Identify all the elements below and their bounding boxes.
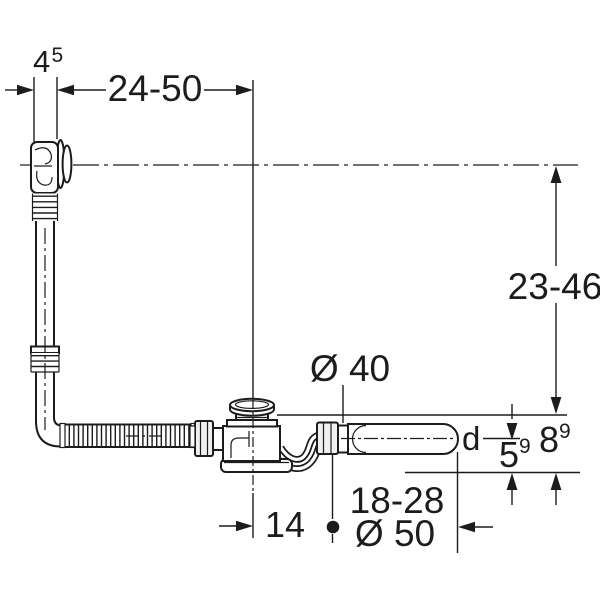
dim-vertical-range: 23-46 [508,166,600,414]
dim-wall-gap: 4 5 [5,44,74,144]
wall-gap-label: 4 [33,44,50,79]
valve-offset-label: 14 [265,504,305,545]
dim-offset-large: 8 9 [539,419,571,505]
pipe-diameter-label: Ø 40 [310,348,390,389]
dim-pipe-end: d [462,420,520,457]
outlet-range-label: 18-28 [350,480,445,521]
overflow-fitting [30,141,59,194]
vertical-range-label: 23-46 [508,266,600,307]
dim-offset-small: 5 9 [499,404,531,505]
outlet-diameter-label: Ø 50 [355,513,435,554]
horizontal-range-label: 24-50 [108,68,203,109]
dim-horizontal-range: 24-50 [74,68,253,109]
pop-up-cap [226,397,278,428]
drain-valve [189,397,293,473]
dim-pipe-diameter: Ø 40 [310,348,390,423]
offset-small-sup-label: 9 [519,435,531,458]
dim-outlet-range: 18-28 Ø 50 [350,452,493,554]
dim-valve-offset: 14 [219,455,340,545]
offset-large-sup-label: 9 [559,420,571,443]
offset-small-label: 5 [499,434,519,475]
datum-dot [326,520,340,534]
wall-gap-sup-label: 5 [52,44,64,67]
pipe-end-label: d [462,420,480,457]
outlet-pipe [316,421,459,455]
overflow-bellows [31,193,59,221]
offset-large-label: 8 [539,419,559,460]
